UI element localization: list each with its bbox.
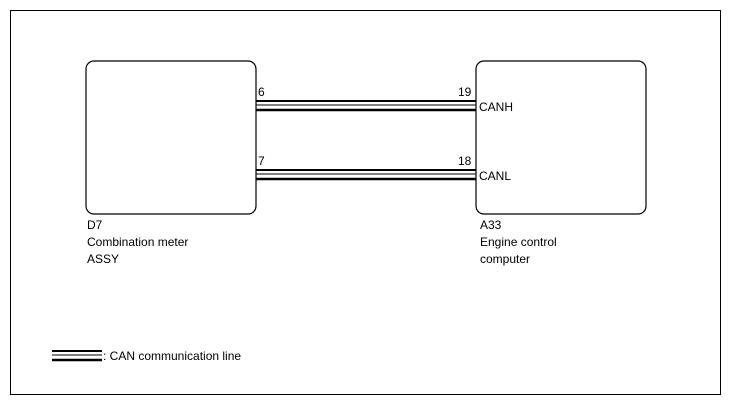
canl-wire [256,169,476,181]
canh-wire [256,100,476,112]
right-connector-code: A33 [480,218,502,232]
left-connector-code: D7 [87,218,103,232]
left-component-name-line2: ASSY [87,252,120,266]
legend-can-line-symbol [52,350,102,362]
left-component-name-line1: Combination meter [87,235,189,249]
left-pin-canh: 6 [258,85,265,99]
left-pin-canl: 7 [258,154,265,168]
right-component-name-line2: computer [480,252,531,266]
legend-label: : CAN communication line [103,349,242,363]
right-component-name-line1: Engine control [480,235,557,249]
right-pin-canh: 19 [458,85,472,99]
engine-control-computer-box[interactable] [475,60,647,215]
right-pin-canl: 18 [458,154,472,168]
combination-meter-box[interactable] [85,60,257,215]
diagram-frame [10,10,721,395]
signal-label-canh: CANH [479,100,514,114]
signal-label-canl: CANL [479,169,512,183]
